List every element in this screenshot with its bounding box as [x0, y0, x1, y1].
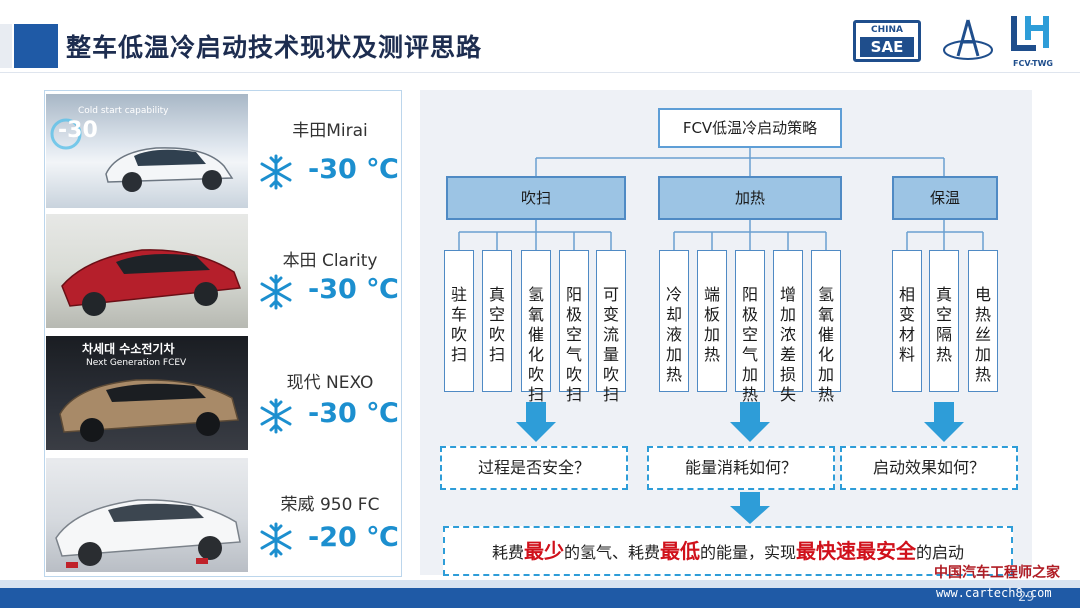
- snowflake-icon: [260, 154, 292, 190]
- leaf-label: 端板加热: [703, 285, 720, 364]
- snowflake-icon: [260, 398, 292, 434]
- arrow-down-icon: [730, 402, 770, 442]
- leaf-label: 真空隔热: [935, 285, 952, 364]
- question-purge: 过程是否安全？: [440, 446, 628, 490]
- car-name-mirai: 丰田Mirai: [292, 121, 368, 141]
- summary-highlight: 最低: [660, 539, 700, 563]
- china-sae-logo: CHINA SAE: [853, 20, 921, 62]
- leaf-item: 真空吹扫: [482, 250, 512, 392]
- tatc-logo: [943, 19, 993, 60]
- car-temp-roewe: -20 ℃: [308, 522, 399, 553]
- car-name-clarity: 本田 Clarity: [282, 251, 378, 271]
- summary-text: 的启动: [916, 543, 965, 562]
- leaf-label: 冷却液加热: [665, 285, 682, 384]
- page-title: 整车低温冷启动技术现状及测评思路: [66, 33, 483, 62]
- leaf-item: 冷却液加热: [659, 250, 689, 392]
- leaf-item: 氢氧催化加热: [811, 250, 841, 404]
- snowflake-icon: [260, 522, 292, 558]
- car-illustration-nexo: [59, 379, 239, 442]
- leaf-label: 电热丝加热: [974, 285, 991, 384]
- mirai-photo-caption: Cold start capability: [78, 106, 169, 116]
- leaf-label: 相变材料: [898, 285, 915, 364]
- car-illustration-clarity: [61, 249, 242, 316]
- leaf-label: 可变流量吹扫: [602, 285, 619, 404]
- car-name-roewe: 荣威 950 FC: [280, 495, 380, 515]
- leaf-label: 增加浓差损失: [779, 285, 796, 404]
- nexo-photo-caption: 차세대 수소전기차: [82, 342, 175, 356]
- mirai-photo-caption-value: -30: [58, 118, 98, 143]
- leaf-item: 电热丝加热: [968, 250, 998, 392]
- car-name-nexo: 现代 NEXO: [286, 373, 374, 393]
- car-illustration-mirai: [50, 118, 234, 192]
- summary-statement: 耗费最少的氢气、耗费最低的能量，实现最快速最安全的启动: [443, 526, 1013, 576]
- leaf-item: 可变流量吹扫: [596, 250, 626, 404]
- leaf-label: 阳极空气加热: [741, 285, 758, 404]
- strategy-root: FCV低温冷启动策略: [658, 108, 842, 148]
- car-illustration-roewe: [55, 499, 241, 568]
- leaf-label: 氢氧催化加热: [817, 285, 834, 404]
- leaf-item: 增加浓差损失: [773, 250, 803, 404]
- watermark-text: 中国汽车工程师之家: [934, 565, 1060, 581]
- summary-text: 的氢气、耗费: [563, 543, 660, 562]
- logo-sae-top-text: CHINA: [871, 25, 903, 35]
- summary-text: 耗费: [491, 543, 524, 562]
- leaf-item: 氢氧催化吹扫: [521, 250, 551, 404]
- leaf-item: 真空隔热: [929, 250, 959, 392]
- car-photo-clarity: [46, 214, 248, 328]
- snowflake-icon: [260, 274, 292, 310]
- car-temp-nexo: -30 ℃: [308, 398, 399, 429]
- fcv-logo-mark: [1011, 16, 1049, 51]
- summary-text: 的能量，实现: [700, 543, 797, 562]
- leaf-item: 端板加热: [697, 250, 727, 392]
- leaf-item: 阳极空气吹扫: [559, 250, 589, 404]
- car-photo-nexo: 차세대 수소전기차 Next Generation FCEV: [46, 336, 248, 450]
- leaf-label: 驻车吹扫: [450, 285, 467, 364]
- car-photo-roewe: [46, 458, 248, 572]
- leaf-item: 驻车吹扫: [444, 250, 474, 392]
- summary-highlight: 最快速最安全: [796, 539, 917, 563]
- footer-band: [0, 588, 1080, 608]
- leaf-label: 真空吹扫: [488, 285, 505, 364]
- arrow-down-icon: [516, 402, 556, 442]
- header-accent-block: [14, 24, 58, 68]
- arrow-down-icon: [924, 402, 964, 442]
- car-photo-mirai: Cold start capability -30: [46, 94, 248, 208]
- leaf-label: 阳极空气吹扫: [565, 285, 582, 404]
- car-temp-clarity: -30 ℃: [308, 274, 399, 305]
- leaf-item: 相变材料: [892, 250, 922, 392]
- nexo-photo-caption-sub: Next Generation FCEV: [86, 358, 187, 368]
- category-insulation: 保温: [892, 176, 998, 220]
- category-heating: 加热: [658, 176, 842, 220]
- summary-highlight: 最少: [523, 539, 564, 563]
- page-number: 29: [1018, 590, 1035, 605]
- logo-fcv-caption: FCV-TWG: [1013, 59, 1053, 68]
- logo-sae-main-text: SAE: [860, 37, 914, 57]
- header-divider: [0, 72, 1080, 73]
- question-insulation: 启动效果如何？: [840, 446, 1018, 490]
- leaf-label: 氢氧催化吹扫: [527, 285, 544, 404]
- watermark-url: www.cartech8.com: [936, 586, 1052, 600]
- car-temp-mirai: -30 ℃: [308, 154, 399, 185]
- leaf-item: 阳极空气加热: [735, 250, 765, 404]
- fcv-twg-logo: FCV-TWG: [1006, 12, 1060, 68]
- footer-band-light: [0, 580, 1080, 588]
- question-heating: 能量消耗如何？: [647, 446, 835, 490]
- arrow-down-icon: [730, 492, 770, 524]
- category-purge: 吹扫: [446, 176, 626, 220]
- header-accent-light: [0, 24, 12, 68]
